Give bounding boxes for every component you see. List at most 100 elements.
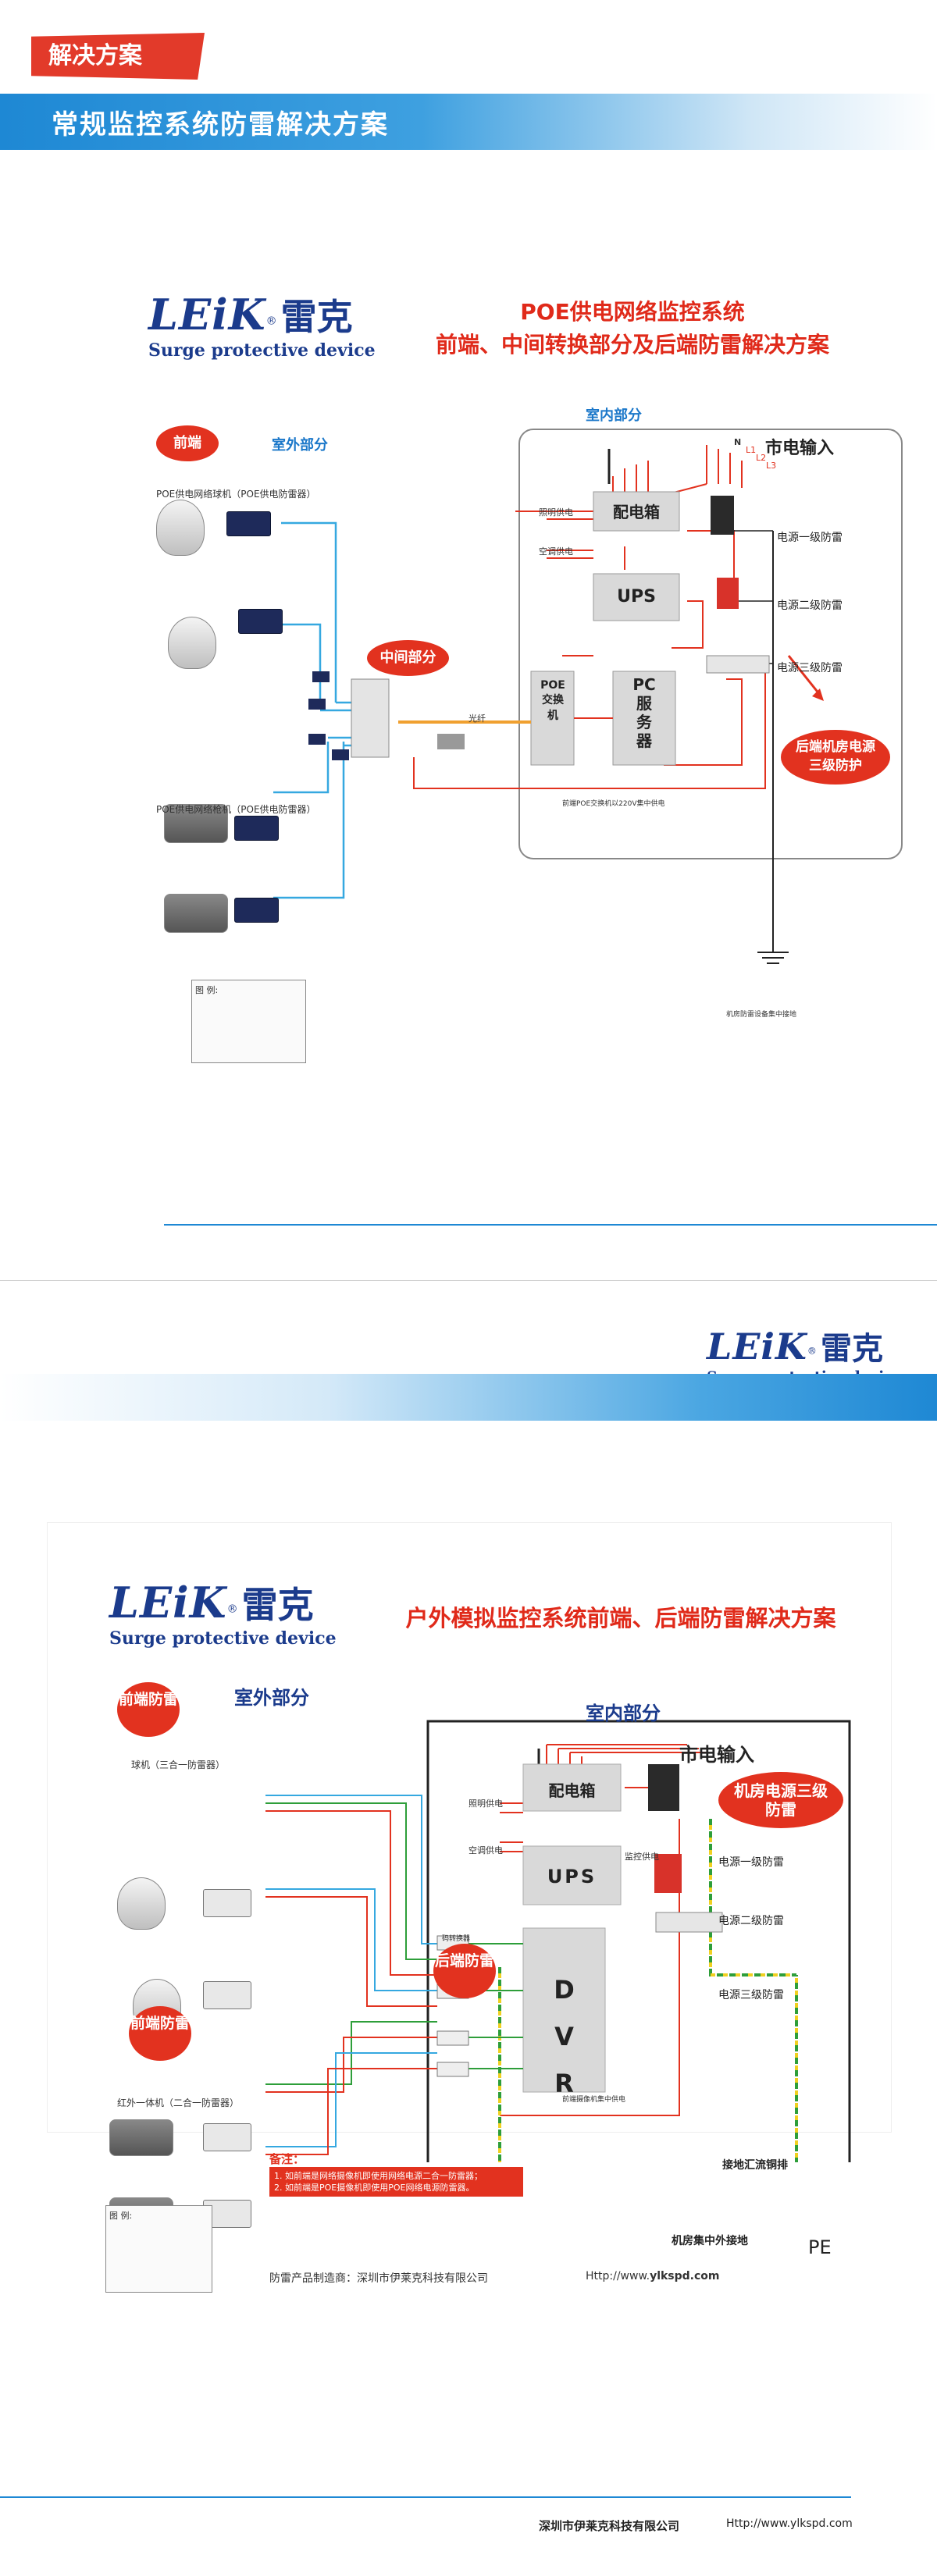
poe-arrestor-4-icon — [234, 898, 279, 923]
spd-level1 — [711, 496, 734, 535]
fiber-label: 光纤 — [468, 713, 486, 724]
lighting-label: 照明供电 — [539, 507, 573, 518]
aircon-label: 空调供电 — [468, 1845, 503, 1856]
pc-server-box — [612, 671, 676, 766]
dome-label: 球机（三合一防雷器） — [131, 1759, 226, 1770]
level2-label: 电源二级防雷 — [718, 1915, 784, 1927]
legend-2: 图 例: — [105, 2205, 212, 2293]
header-logo-brand: LEiK — [707, 1325, 807, 1368]
room-power-bubble: 机房电源三级防雷 — [718, 1772, 843, 1828]
spd-level2 — [654, 1854, 682, 1893]
logo-reg: ® — [265, 315, 277, 328]
diagram-title: 户外模拟监控系统前端、后端防雷解决方案 — [405, 1605, 836, 1631]
monitor-supply-label: 监控供电 — [625, 1852, 659, 1862]
diagram-frame — [47, 1522, 892, 2133]
outdoor-label: 室外部分 — [272, 437, 328, 454]
dome-camera-2-icon — [168, 617, 216, 669]
footer-company: 深圳市伊莱克科技有限公司 — [539, 2519, 680, 2533]
mains-input: 市电输入 — [765, 439, 835, 458]
front-supply-label: 前端摄像机集中供电 — [562, 2096, 626, 2104]
room-ground-label: 机房集中外接地 — [672, 2235, 748, 2247]
footer-rule — [0, 2496, 851, 2498]
poe-arrestor-2-icon — [238, 609, 283, 634]
front-bubble: 前端 — [156, 425, 219, 461]
indoor-label: 室内部分 — [586, 407, 642, 424]
middle-spd — [437, 734, 465, 749]
middle-converter — [351, 678, 390, 758]
solution-tag: 解决方案 — [31, 33, 205, 80]
brand-logo: LEiK® 雷克 Surge protective device — [148, 289, 376, 361]
poe-arrestor-3-icon — [234, 816, 279, 841]
spd-level1 — [648, 1764, 679, 1811]
diagram-title-1: POE供电网络监控系统 — [520, 299, 745, 325]
poe-switch-label: POE交换机 — [540, 679, 565, 722]
diagram-logo-reg: ® — [226, 1603, 238, 1616]
level1-label: 电源一级防雷 — [718, 1856, 784, 1869]
distribution-box-label: 配电箱 — [613, 503, 660, 521]
distribution-box — [593, 491, 680, 532]
header-logo-reg: ® — [807, 1345, 817, 1357]
dome-camera-1-icon — [156, 500, 205, 556]
note-1: 1. 如前端是网络摄像机即使用网络电源二合一防雷器； — [274, 2171, 483, 2181]
pc-server-label: PC服务器 — [632, 675, 656, 750]
note-2: 2. 如前端是POE摄像机即使用POE网络电源防雷器。 — [274, 2183, 475, 2193]
front-bubble-1: 前端防雷 — [117, 1682, 180, 1737]
spd-level2 — [717, 578, 739, 609]
diagram-logo-sub: Surge protective device — [109, 1628, 337, 1649]
diagram-title-2: 前端、中间转换部分及后端防雷解决方案 — [435, 332, 829, 358]
poe-arrestor-1-icon — [226, 511, 271, 536]
three-in-one-arrestor-2-icon — [203, 1981, 251, 2009]
dome-camera-a-icon — [117, 1877, 166, 1930]
legend-title: 图 例: — [195, 985, 219, 995]
bullet-label: 红外一体机（二合一防雷器） — [117, 2097, 240, 2108]
spd-level3 — [655, 1912, 723, 1933]
backend-bubble: 后端机房电源三级防护 — [781, 730, 890, 785]
notes: 备注： 1. 如前端是网络摄像机即使用网络电源二合一防雷器； 2. 如前端是PO… — [269, 2151, 523, 2197]
title-band — [0, 94, 937, 150]
website-domain: ylkspd.com — [650, 2270, 720, 2282]
indoor-frame — [518, 429, 903, 859]
bullet-camera-1-icon — [164, 804, 228, 843]
aircon-label: 空调供电 — [539, 546, 573, 557]
manufacturer: 防雷产品制造商：深圳市伊莱克科技有限公司 — [269, 2272, 488, 2285]
bullet-camera-2-icon — [164, 894, 228, 933]
indoor-label: 室内部分 — [586, 1703, 661, 1724]
logo-subtitle: Surge protective device — [148, 340, 376, 361]
n-label: N — [734, 437, 742, 447]
poe-note: 前端POE交换机以220V集中供电 — [562, 800, 665, 808]
legend-2-title: 图 例: — [109, 2211, 133, 2221]
mains-input: 市电输入 — [679, 1744, 754, 1766]
spd-level3 — [706, 655, 770, 674]
header-band — [0, 1374, 937, 1421]
ir-camera-a-icon — [109, 2119, 173, 2156]
level3-label: 电源三级防雷 — [777, 662, 843, 674]
level1-label: 电源一级防雷 — [777, 532, 843, 544]
bottom-rule — [164, 1224, 937, 1226]
backend-bubble: 后端防雷 — [433, 1944, 496, 1998]
dvr-d: D — [554, 1975, 575, 2005]
page-title: 常规监控系统防雷解决方案 — [52, 109, 389, 141]
converter-label: 码转换器 — [442, 1935, 471, 1943]
legend: 图 例: — [191, 980, 306, 1063]
logo-cn: 雷克 — [280, 296, 353, 338]
two-in-one-arrestor-1-icon — [203, 2123, 251, 2151]
level2-label: 电源二级防雷 — [777, 600, 843, 612]
diagram-logo: LEiK® 雷克 Surge protective device — [109, 1577, 337, 1649]
l1-label: L1 — [746, 445, 757, 455]
page-1: 解决方案 常规监控系统防雷解决方案 LEiK® 雷克 Surge protect… — [0, 0, 937, 1281]
diagram-logo-cn: 雷克 — [241, 1584, 314, 1626]
ups-label: UPS — [617, 587, 656, 607]
dvr-r: R — [554, 2069, 574, 2098]
diagram-logo-brand: LEiK — [109, 1578, 227, 1628]
level3-label: 电源三级防雷 — [718, 1989, 784, 2001]
l3-label: L3 — [766, 461, 777, 471]
poe-diagram — [273, 429, 903, 964]
poe-bullet-label: POE供电网络枪机（POE供电防雷器） — [156, 804, 316, 815]
ups-box — [593, 573, 680, 621]
three-in-one-arrestor-1-icon — [203, 1889, 251, 1917]
footer-url: Http://www.ylkspd.com — [726, 2517, 853, 2530]
poe-dome-label: POE供电网络球机（POE供电防雷器） — [156, 489, 316, 500]
website-prefix: Http://www. — [586, 2270, 650, 2282]
copper-bar-label: 接地汇流铜排 — [722, 2159, 788, 2172]
analog-diagram — [265, 1720, 851, 2162]
